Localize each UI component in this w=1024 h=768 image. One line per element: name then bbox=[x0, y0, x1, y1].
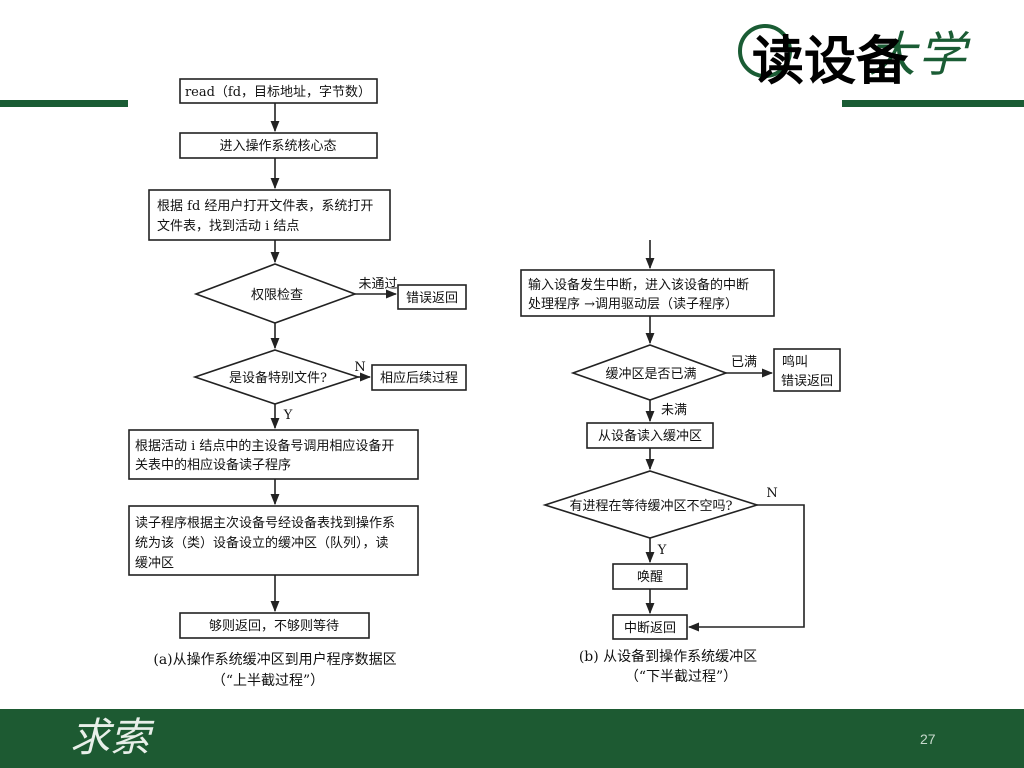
device-file-n-label: N bbox=[354, 360, 365, 375]
university-logo-text: 大学 bbox=[868, 27, 969, 83]
interrupt-text-1: 输入设备发生中断，进入该设备的中断 bbox=[528, 277, 749, 293]
enough-return-box bbox=[179, 612, 370, 639]
header-rule-left bbox=[0, 100, 128, 107]
not-passed-label: 未通过 bbox=[358, 277, 397, 292]
read-sub-text-2: 统为该（类）设备设立的缓冲区（队列），读 bbox=[135, 535, 389, 551]
full-label: 已满 bbox=[731, 355, 757, 370]
read-sub-text-3: 缓冲区 bbox=[135, 556, 174, 571]
not-full-label: 未满 bbox=[661, 403, 687, 418]
find-inode-box bbox=[148, 189, 391, 241]
page-number: 27 bbox=[920, 731, 936, 747]
caption-b-line-2: （“下半截过程”） bbox=[625, 669, 737, 685]
header-rule-right bbox=[842, 100, 1024, 107]
read-sub-text-1: 读子程序根据主次设备号经设备表找到操作系 bbox=[135, 515, 395, 531]
caption-a-line-2: （“上半截过程”） bbox=[212, 673, 324, 689]
university-seal-icon bbox=[738, 24, 792, 78]
enter-kernel-box bbox=[179, 132, 378, 159]
find-inode-text-1: 根据 fd 经用户打开文件表，系统打开 bbox=[157, 198, 373, 214]
buffer-full-text: 缓冲区是否已满 bbox=[605, 367, 696, 382]
read-call-box bbox=[179, 78, 378, 104]
wake-up-text: 唤醒 bbox=[637, 570, 663, 585]
read-into-buffer-text: 从设备读入缓冲区 bbox=[598, 428, 702, 444]
flowchart-diagram: read（fd，目标地址，字节数） 进入操作系统核心态 根据 fd 经用户打开文… bbox=[128, 78, 841, 689]
call-driver-text-1: 根据活动 i 结点中的主设备号调用相应设备开 bbox=[135, 438, 394, 454]
find-inode-text-2: 文件表，找到活动 i 结点 bbox=[157, 219, 299, 234]
waiting-y-label: Y bbox=[657, 543, 667, 558]
interrupt-return-box bbox=[612, 614, 688, 640]
error-return-box bbox=[397, 284, 467, 310]
interrupt-handler-box bbox=[520, 269, 775, 317]
caption-a-line-1: (a)从操作系统缓冲区到用户程序数据区 bbox=[153, 651, 396, 668]
error-return-text: 错误返回 bbox=[406, 291, 458, 306]
read-subroutine-box bbox=[128, 505, 419, 576]
followup-process-text: 相应后续过程 bbox=[380, 370, 458, 386]
edge-b8 bbox=[687, 504, 805, 632]
enter-kernel-text: 进入操作系统核心态 bbox=[219, 138, 336, 154]
enough-return-text: 够则返回，不够则等待 bbox=[209, 618, 339, 634]
page-title: 读设备 bbox=[752, 32, 909, 92]
read-call-text: read（fd，目标地址，字节数） bbox=[185, 85, 371, 100]
call-driver-text-2: 关表中的相应设备读子程序 bbox=[135, 457, 291, 473]
caption-b-line-1: (b) 从设备到操作系统缓冲区 bbox=[579, 648, 757, 665]
beep-error-text-2: 错误返回 bbox=[781, 374, 833, 389]
call-driver-box bbox=[128, 429, 419, 480]
beep-error-box bbox=[773, 348, 841, 392]
waiting-process-text: 有进程在等待缓冲区不空吗? bbox=[570, 498, 733, 514]
device-file-y-label: Y bbox=[283, 408, 293, 423]
device-file-text: 是设备特别文件? bbox=[229, 370, 327, 386]
followup-process-box bbox=[371, 364, 467, 391]
beep-error-text-1: 鸣叫 bbox=[782, 354, 808, 370]
interrupt-return-text: 中断返回 bbox=[624, 621, 676, 636]
permission-check-text: 权限检查 bbox=[251, 287, 303, 303]
waiting-n-label: N bbox=[766, 486, 777, 501]
footer-calligraphy-mark: 求索 bbox=[70, 715, 150, 761]
interrupt-text-2: 处理程序 →调用驱动层（读子程序） bbox=[528, 297, 738, 312]
footer-bar: 求索 27 bbox=[0, 709, 1024, 768]
